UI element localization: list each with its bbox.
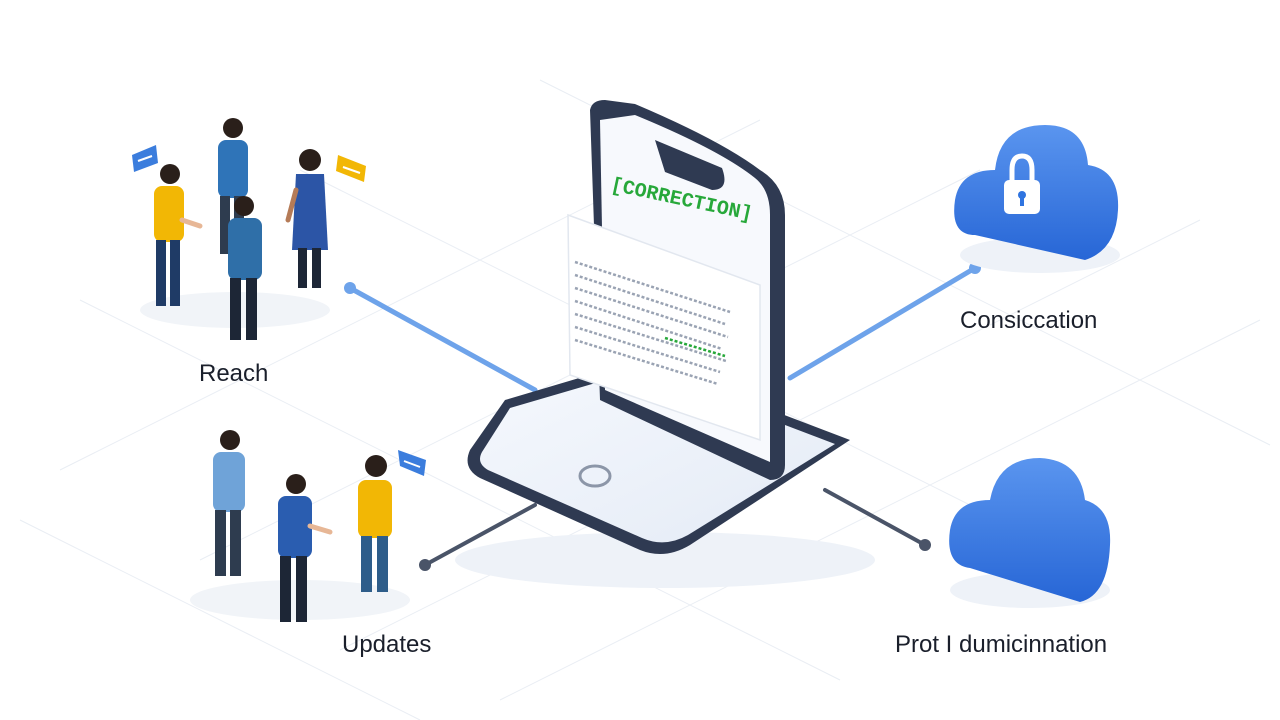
people-group-updates: [190, 430, 426, 622]
connector-updates: [423, 503, 537, 567]
person: [278, 474, 333, 622]
cloud-icon: [949, 458, 1111, 608]
label-security: Consiccation: [960, 307, 1098, 334]
person: [213, 430, 245, 576]
connector-node-updates: [419, 559, 431, 571]
connector-node-reach: [344, 282, 356, 294]
connector-protection: [823, 488, 927, 547]
person: [154, 164, 203, 306]
correction-document: [567, 213, 761, 442]
connector-reach: [347, 285, 538, 393]
speech-bubble-icon: [398, 450, 426, 476]
cloud-lock-icon: [954, 125, 1120, 273]
speech-bubble-icon: [336, 155, 366, 182]
label-reach: Reach: [199, 360, 269, 387]
label-protection: Prot I dumicinnation: [895, 631, 1108, 658]
person: [285, 149, 328, 288]
label-updates: Updates: [342, 631, 432, 658]
connector-security: [787, 265, 978, 381]
home-button[interactable]: [578, 464, 612, 488]
person: [228, 196, 262, 340]
person: [358, 455, 392, 592]
speech-bubble-icon: [132, 145, 158, 172]
phone-notch: [655, 140, 725, 190]
people-group-reach: [132, 118, 366, 340]
connector-node-protection: [919, 539, 931, 551]
